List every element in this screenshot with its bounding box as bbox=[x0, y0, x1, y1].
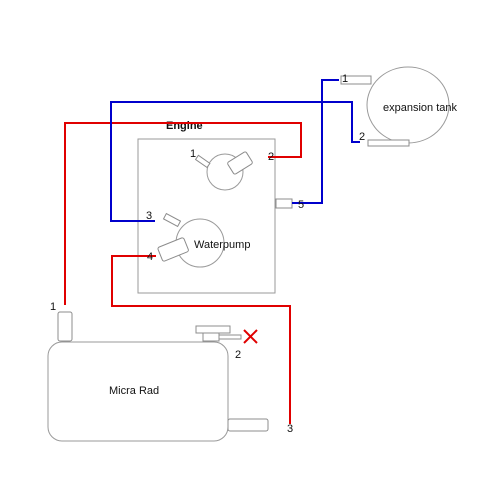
engine-port-label-5: 5 bbox=[298, 199, 304, 211]
blocked-mark-b bbox=[243, 329, 258, 344]
thermostat-port-2 bbox=[227, 151, 253, 175]
expansion-port-label-2: 2 bbox=[359, 131, 365, 143]
radiator-port-label-1: 1 bbox=[50, 301, 56, 313]
engine-port-label-2: 2 bbox=[268, 151, 274, 163]
radiator-body bbox=[47, 341, 229, 442]
waterpump-port-4 bbox=[157, 237, 189, 262]
expansion-port-label-1: 1 bbox=[342, 73, 348, 85]
expansion-tank-label: expansion tank bbox=[383, 102, 457, 114]
expansion-port-2 bbox=[367, 139, 410, 147]
radiator-port-3 bbox=[227, 418, 269, 432]
expansion-port-1 bbox=[340, 75, 372, 85]
cold-line-waterpump-to-expansion bbox=[110, 101, 360, 222]
radiator-port-label-2: 2 bbox=[235, 349, 241, 361]
waterpump-label: Waterpump bbox=[194, 239, 250, 251]
engine-port-label-3: 3 bbox=[146, 210, 152, 222]
hot-line-radiator-to-waterpump bbox=[111, 255, 291, 424]
radiator-port-2-body bbox=[202, 332, 220, 342]
thermostat-port-1 bbox=[194, 154, 211, 169]
engine-port-label-4: 4 bbox=[147, 251, 153, 263]
engine-port-5 bbox=[275, 198, 293, 209]
hot-line-radiator-to-thermostat bbox=[64, 122, 302, 305]
radiator-port-2-stub bbox=[218, 334, 242, 340]
waterpump-port-3 bbox=[162, 212, 182, 228]
radiator-port-label-3: 3 bbox=[287, 423, 293, 435]
radiator-port-2-cap bbox=[195, 325, 231, 334]
radiator-port-1 bbox=[57, 311, 73, 342]
engine-port-label-1: 1 bbox=[190, 148, 196, 160]
cold-line-engine-to-expansion bbox=[292, 79, 339, 204]
radiator-label: Micra Rad bbox=[109, 385, 159, 397]
engine-title: Engine bbox=[166, 120, 203, 132]
